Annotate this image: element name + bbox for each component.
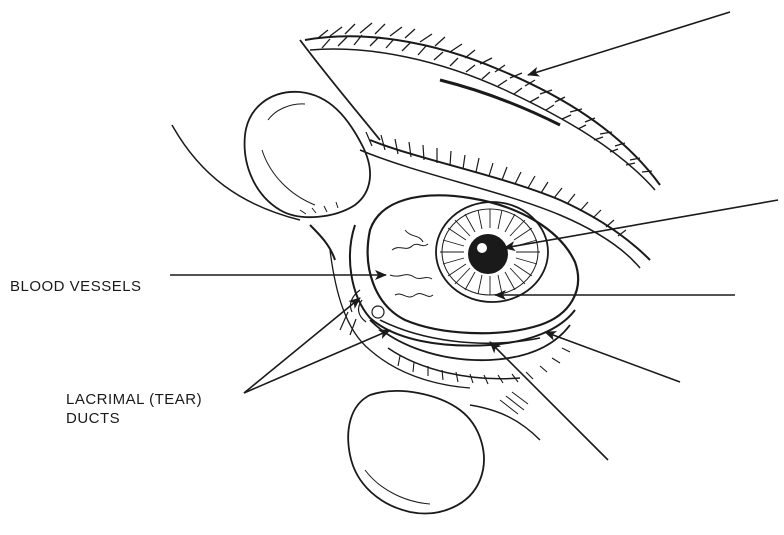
arrows: [170, 12, 778, 460]
upper-thumb-drawing: [172, 92, 370, 220]
arrow-lower-lid: [545, 332, 680, 382]
pupil-highlight: [477, 243, 487, 253]
arrow-lacrimal-duct-upper: [244, 298, 360, 393]
pupil-drawing: [468, 234, 508, 274]
eyebrow-drawing: [305, 23, 660, 190]
arrow-lower-lashes: [490, 342, 608, 460]
blood-vessels-label: BLOOD VESSELS: [10, 277, 142, 296]
lacrimal-ducts-label: LACRIMAL (TEAR) DUCTS: [66, 390, 202, 428]
lacrimal-ducts-label-line2: DUCTS: [66, 409, 202, 428]
lower-thumb-drawing: [348, 391, 540, 513]
arrow-eyebrow: [528, 12, 730, 75]
arrow-pupil: [504, 200, 778, 248]
lacrimal-ducts-label-line1: LACRIMAL (TEAR): [66, 390, 202, 409]
eyeball-drawing: [340, 195, 578, 345]
arrow-lacrimal-duct-lower: [244, 330, 390, 393]
